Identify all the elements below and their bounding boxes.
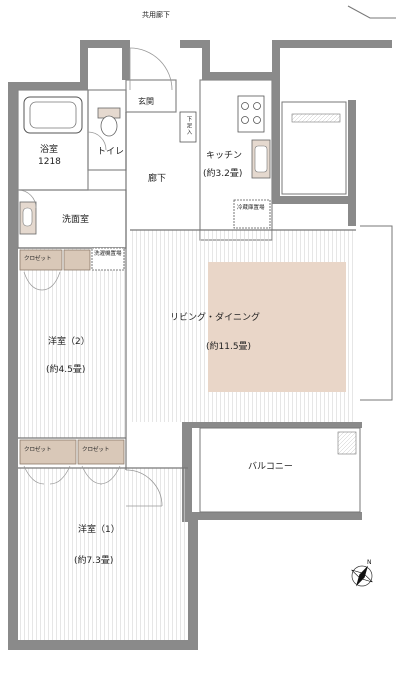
shoe-box-label: 下足入 <box>185 116 192 136</box>
washer-space-icon <box>91 247 125 271</box>
balcony-drain-icon <box>337 431 357 455</box>
living-label: リビング・ダイニング <box>170 313 261 323</box>
western2-floor <box>18 248 126 438</box>
closet-units <box>19 249 125 465</box>
sink-icon <box>251 139 271 179</box>
compass-icon: N <box>351 559 373 587</box>
living-area-label: (約11.5畳) <box>206 342 252 352</box>
svg-text:N: N <box>367 559 372 566</box>
closet-label-3: クロゼット <box>82 447 110 453</box>
kitchen-area-label: (約3.2畳) <box>203 169 243 179</box>
western2-label: 洋室（2） <box>48 337 90 347</box>
washbasin-icon <box>19 201 37 235</box>
closet-label-2: クロゼット <box>24 447 52 453</box>
exterior-structure <box>347 5 396 401</box>
stove-icon <box>237 95 265 133</box>
washer-space-label: 洗濯機置場 <box>94 251 122 257</box>
hall-label: 廊下 <box>148 174 167 184</box>
fridge-space-icon <box>233 199 271 229</box>
toilet-icon <box>97 107 121 137</box>
kitchen-label: キッチン <box>206 151 243 161</box>
toilet-label: トイレ <box>97 147 125 157</box>
balcony-label: バルコニー <box>248 462 293 472</box>
balcony-area <box>199 427 361 513</box>
shoe-cabinet <box>179 111 197 143</box>
washroom-label: 洗面室 <box>62 215 90 225</box>
living-rug <box>208 262 346 392</box>
upper-balcony <box>281 101 347 195</box>
western1-label: 洋室（1） <box>78 525 120 535</box>
bath-size-label: 1218 <box>38 157 61 167</box>
western2-area-label: (約4.5畳) <box>46 365 86 375</box>
western1-floor <box>18 468 188 640</box>
closet-door-swings <box>23 271 121 485</box>
western1-area-label: (約7.3畳) <box>74 556 114 566</box>
closet-label-1: クロゼット <box>24 256 52 262</box>
shared-corridor-label: 共用廊下 <box>142 11 170 19</box>
fridge-space-label: 冷蔵庫置場 <box>237 205 265 211</box>
bathtub-icon <box>23 96 83 134</box>
door-swings <box>17 47 173 507</box>
bath-label: 浴室 <box>40 145 59 155</box>
entrance-label: 玄関 <box>138 97 154 106</box>
